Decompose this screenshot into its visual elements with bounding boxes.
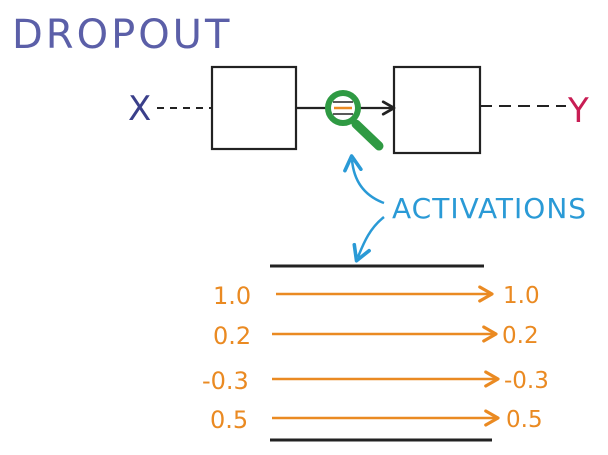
- activations-annotation: ACTIVATIONS: [392, 192, 587, 225]
- output-label: Y: [567, 91, 589, 131]
- activation-input-value: 1.0: [213, 282, 251, 310]
- annotation-arrow-down: [352, 216, 385, 263]
- activation-output-value: 0.2: [502, 323, 539, 349]
- activation-output-value: -0.3: [504, 368, 549, 394]
- diagram-title: DROPOUT: [12, 12, 232, 58]
- activation-row: 0.2 0.2: [213, 322, 539, 350]
- activation-row: 0.5 0.5: [210, 406, 543, 434]
- activation-input-value: 0.2: [213, 322, 251, 350]
- layer-box-2: [392, 65, 482, 155]
- layer-box-1: [210, 65, 298, 151]
- activation-output-value: 1.0: [503, 283, 540, 309]
- activation-output-value: 0.5: [506, 407, 543, 433]
- activation-row: -0.3 -0.3: [202, 367, 549, 395]
- activation-input-value: 0.5: [210, 406, 248, 434]
- activation-row: 1.0 1.0: [213, 282, 540, 310]
- annotation-arrow-up: [343, 154, 385, 205]
- activation-input-value: -0.3: [202, 367, 249, 395]
- magnifier-icon: [325, 90, 384, 151]
- input-label: X: [128, 89, 151, 129]
